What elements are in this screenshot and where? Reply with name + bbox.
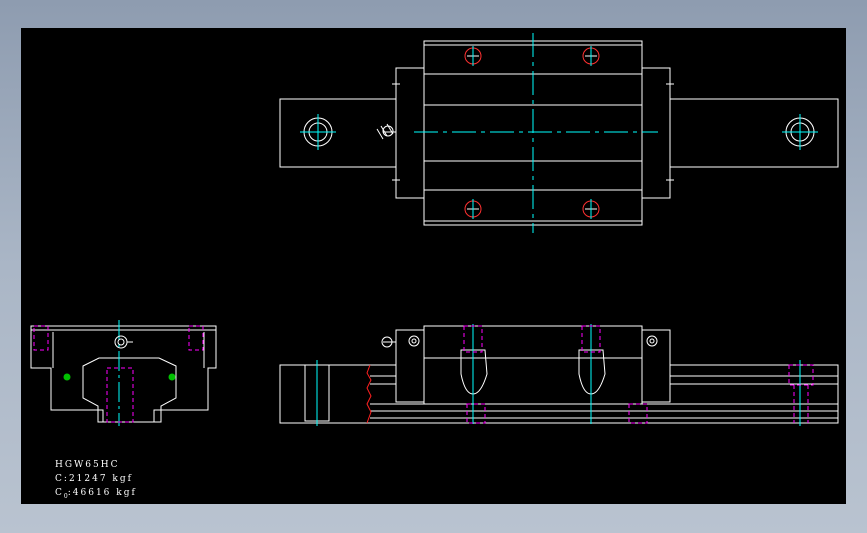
grease-nipple-side [381, 336, 396, 348]
model-label: HGW65HC [55, 460, 120, 470]
front-view [30, 325, 217, 423]
side-view [279, 325, 839, 424]
centerlines [118, 33, 818, 426]
cad-drawing-area: HGW65HC C:21247 kgf C0:46616 kgf [21, 28, 846, 504]
rail-break-line [366, 364, 372, 424]
dynamic-load-rating: C:21247 kgf [55, 474, 133, 484]
top-view [279, 40, 839, 226]
end-seal-left [395, 67, 425, 199]
end-seal-right [641, 67, 671, 199]
spec-notes: HGW65HC C:21247 kgf C0:46616 kgf [55, 458, 137, 504]
bolt-hidden-lines [33, 325, 814, 424]
grease-point-left [63, 373, 71, 381]
side-block [423, 325, 643, 405]
grease-nipple-front [114, 335, 133, 349]
static-load-rating: C0:46616 kgf [55, 488, 137, 500]
front-rail-profile [82, 357, 177, 423]
grease-point-right [168, 373, 176, 381]
linear-guide-drawing [30, 33, 839, 426]
grease-nipple-top [376, 123, 396, 140]
